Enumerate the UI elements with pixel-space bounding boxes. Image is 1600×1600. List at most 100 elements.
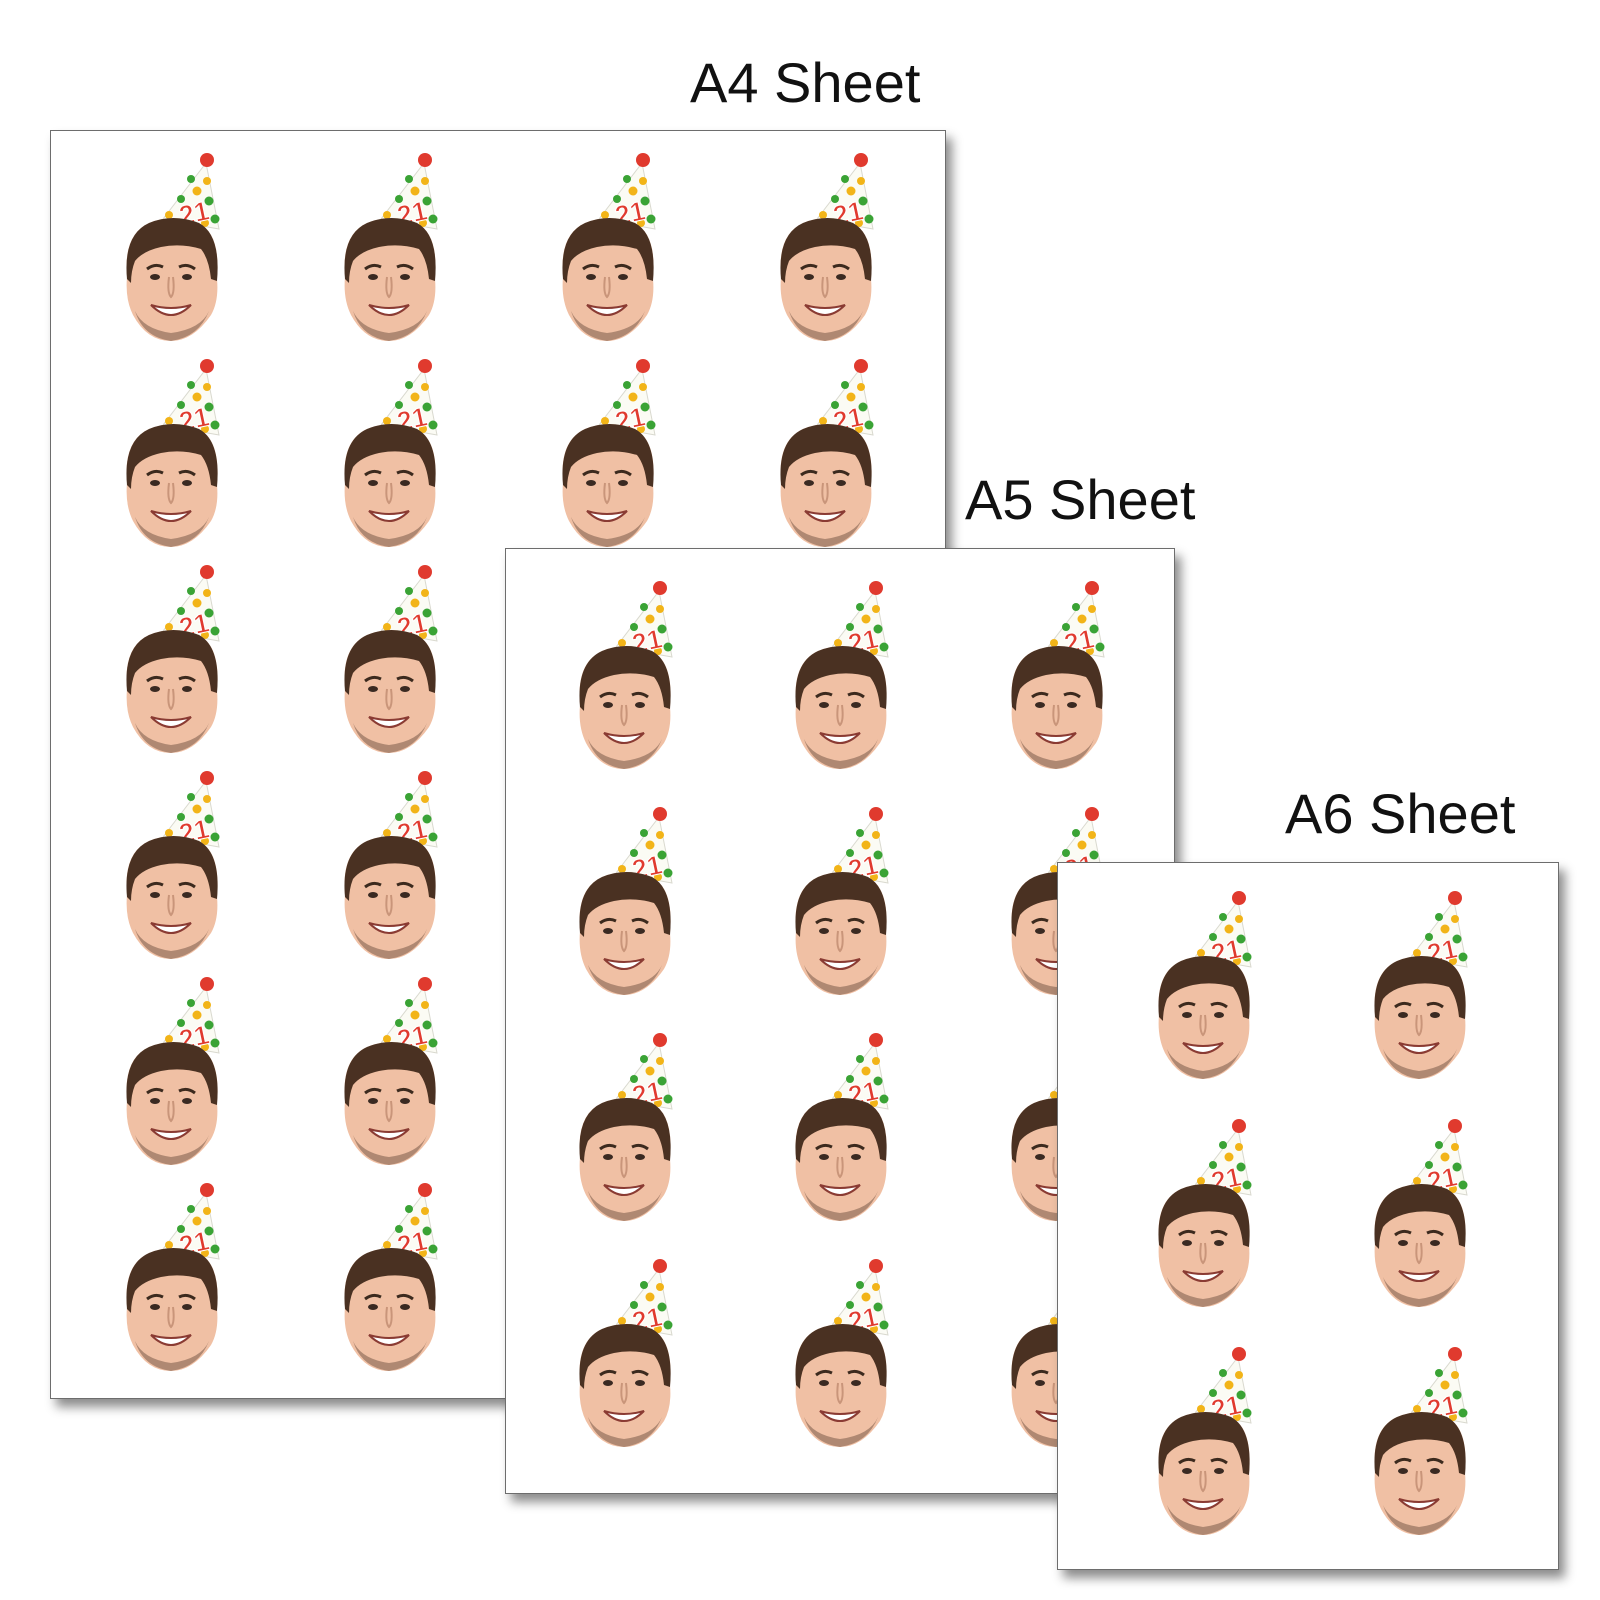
birthday-face-sticker: 21 [795, 1259, 889, 1447]
hat-pompom-icon [854, 153, 868, 167]
birthday-face-sticker: 21 [579, 1033, 673, 1221]
party-hat-icon: 21 [615, 1033, 673, 1112]
birthday-face-sticker: 21 [126, 153, 220, 341]
birthday-face-sticker: 21 [795, 1033, 889, 1221]
face-icon [126, 424, 218, 547]
a5-sheet-label: A5 Sheet [965, 468, 1196, 531]
face-icon [562, 424, 654, 547]
birthday-face-sticker: 21 [1011, 581, 1105, 769]
face-icon [1158, 1412, 1250, 1535]
face-icon [344, 836, 436, 959]
hat-pompom-icon [418, 565, 432, 579]
party-hat-icon: 21 [1047, 581, 1105, 660]
party-hat-icon: 21 [1410, 891, 1468, 970]
face-icon [579, 1098, 671, 1221]
birthday-face-sticker: 21 [344, 359, 438, 547]
hat-pompom-icon [200, 153, 214, 167]
face-icon [344, 630, 436, 753]
hat-pompom-icon [418, 359, 432, 373]
face-icon [1374, 1412, 1466, 1535]
birthday-face-sticker: 21 [562, 359, 656, 547]
hat-pompom-icon [418, 153, 432, 167]
hat-pompom-icon [200, 565, 214, 579]
face-icon [1374, 956, 1466, 1079]
face-icon [126, 218, 218, 341]
face-icon [344, 1042, 436, 1165]
birthday-face-sticker: 21 [344, 153, 438, 341]
hat-pompom-icon [869, 1033, 883, 1047]
hat-pompom-icon [418, 771, 432, 785]
hat-pompom-icon [636, 153, 650, 167]
face-icon [126, 836, 218, 959]
birthday-face-sticker: 21 [126, 1183, 220, 1371]
birthday-face-sticker: 21 [780, 153, 874, 341]
birthday-face-sticker: 21 [1158, 1119, 1252, 1307]
birthday-face-sticker: 21 [344, 771, 438, 959]
hat-pompom-icon [854, 359, 868, 373]
birthday-face-sticker: 21 [579, 581, 673, 769]
birthday-face-sticker: 21 [579, 807, 673, 995]
birthday-face-sticker: 21 [344, 1183, 438, 1371]
birthday-face-sticker: 21 [1158, 1347, 1252, 1535]
hat-pompom-icon [418, 1183, 432, 1197]
party-hat-icon: 21 [1194, 1119, 1252, 1198]
hat-pompom-icon [200, 977, 214, 991]
birthday-face-sticker: 21 [126, 771, 220, 959]
face-icon [1011, 646, 1103, 769]
hat-pompom-icon [418, 977, 432, 991]
birthday-face-sticker: 21 [780, 359, 874, 547]
face-icon [126, 1248, 218, 1371]
hat-pompom-icon [653, 581, 667, 595]
hat-pompom-icon [1085, 807, 1099, 821]
face-icon [562, 218, 654, 341]
hat-pompom-icon [1232, 1347, 1246, 1361]
face-icon [1158, 1184, 1250, 1307]
face-icon [795, 646, 887, 769]
face-icon [579, 872, 671, 995]
hat-pompom-icon [1232, 1119, 1246, 1133]
hat-pompom-icon [200, 771, 214, 785]
hat-pompom-icon [200, 1183, 214, 1197]
hat-pompom-icon [869, 1259, 883, 1273]
birthday-face-sticker: 21 [795, 807, 889, 995]
face-icon [344, 1248, 436, 1371]
birthday-face-sticker: 21 [562, 153, 656, 341]
a6-sheet: 21 21 [1057, 862, 1559, 1570]
birthday-face-sticker: 21 [579, 1259, 673, 1447]
face-icon [795, 872, 887, 995]
face-icon [1374, 1184, 1466, 1307]
hat-pompom-icon [1232, 891, 1246, 905]
birthday-face-sticker: 21 [1374, 891, 1468, 1079]
birthday-face-sticker: 21 [344, 977, 438, 1165]
birthday-face-sticker: 21 [126, 359, 220, 547]
a4-sheet-label: A4 Sheet [690, 51, 921, 114]
hat-pompom-icon [653, 1033, 667, 1047]
hat-pompom-icon [1448, 891, 1462, 905]
face-icon [780, 218, 872, 341]
face-icon [795, 1098, 887, 1221]
face-icon [579, 1324, 671, 1447]
birthday-face-sticker: 21 [344, 565, 438, 753]
party-hat-icon: 21 [615, 1259, 673, 1338]
hat-pompom-icon [653, 1259, 667, 1273]
party-hat-icon: 21 [380, 977, 438, 1056]
hat-pompom-icon [869, 581, 883, 595]
face-icon [1158, 956, 1250, 1079]
birthday-face-sticker: 21 [1374, 1347, 1468, 1535]
face-icon [579, 646, 671, 769]
birthday-face-sticker: 21 [126, 977, 220, 1165]
face-icon [126, 630, 218, 753]
face-icon [344, 424, 436, 547]
hat-pompom-icon [636, 359, 650, 373]
birthday-face-sticker: 21 [1374, 1119, 1468, 1307]
hat-pompom-icon [1085, 581, 1099, 595]
hat-pompom-icon [869, 807, 883, 821]
a6-sheet-label: A6 Sheet [1285, 782, 1516, 845]
birthday-face-sticker: 21 [1158, 891, 1252, 1079]
face-icon [795, 1324, 887, 1447]
face-icon [780, 424, 872, 547]
hat-pompom-icon [1448, 1347, 1462, 1361]
hat-pompom-icon [1448, 1119, 1462, 1133]
birthday-face-sticker: 21 [795, 581, 889, 769]
hat-pompom-icon [653, 807, 667, 821]
